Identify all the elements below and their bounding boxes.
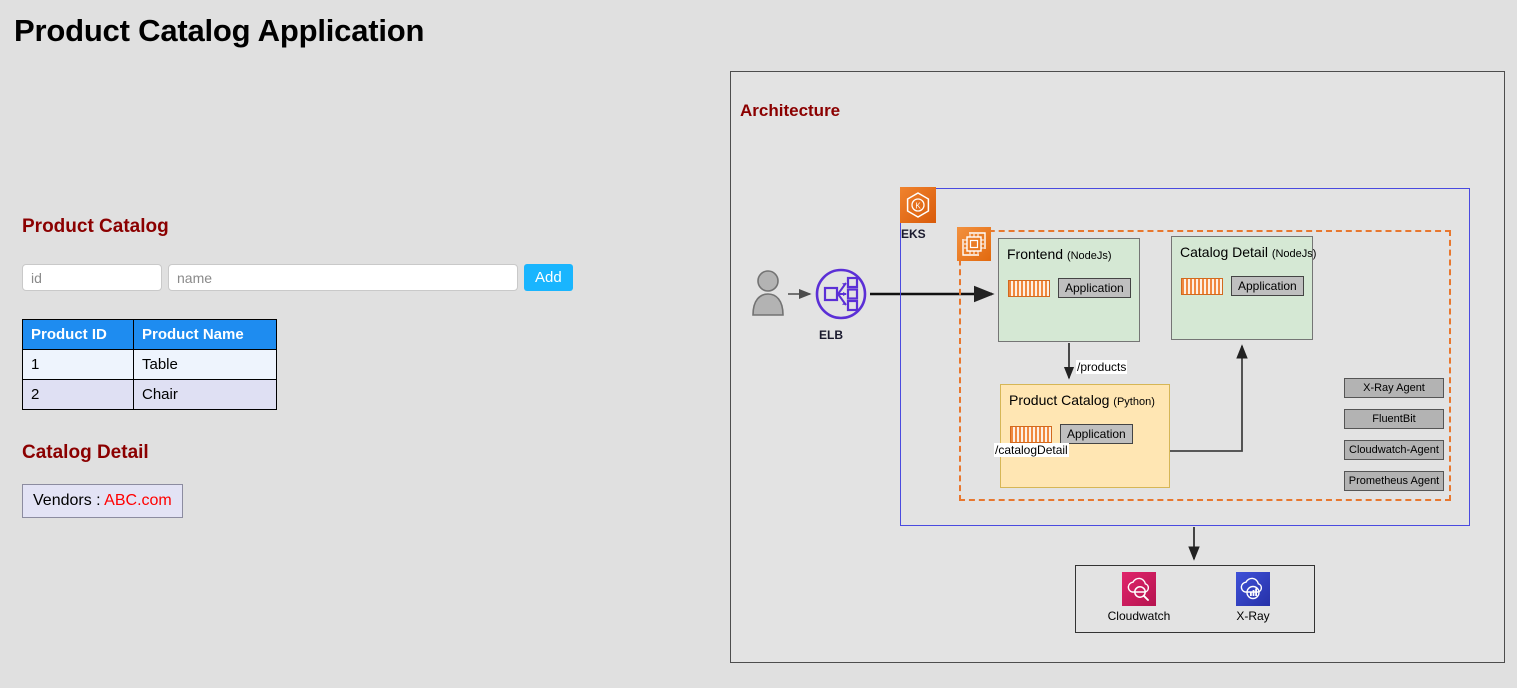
observability-label: X-Ray xyxy=(1236,609,1270,623)
vendor-link[interactable]: ABC.com xyxy=(104,492,172,509)
service-body: Application xyxy=(1008,278,1131,298)
architecture-title: Architecture xyxy=(740,101,841,120)
agent-chip-prometheus: Prometheus Agent xyxy=(1344,471,1444,491)
container-icon xyxy=(1010,425,1052,443)
service-language: (Python) xyxy=(1113,396,1155,408)
elb-label: ELB xyxy=(819,328,843,342)
product-catalog-heading: Product Catalog xyxy=(22,216,169,237)
column-header-product-id: Product ID xyxy=(22,319,134,350)
application-chip: Application xyxy=(1231,276,1304,296)
eks-label: EKS xyxy=(901,227,926,241)
architecture-panel: Architecture xyxy=(730,71,1505,663)
agent-chip-fluentbit: FluentBit xyxy=(1344,409,1444,429)
product-catalog-table: Product ID Product Name 1 Table 2 Chair xyxy=(22,319,277,410)
service-language: (NodeJs) xyxy=(1271,248,1317,260)
table-row: 1 Table xyxy=(22,349,277,380)
service-name: Product Catalog xyxy=(1009,392,1110,408)
edge-label-catalog-detail: /catalogDetail xyxy=(994,443,1069,457)
user-icon xyxy=(752,270,784,316)
observability-label: Cloudwatch xyxy=(1107,609,1171,623)
container-icon xyxy=(1008,279,1050,297)
product-id-input[interactable] xyxy=(22,264,162,291)
application-chip: Application xyxy=(1058,278,1131,298)
observability-box: Cloudwatch X-Ray xyxy=(1075,565,1315,633)
cell-product-id: 2 xyxy=(22,379,134,410)
service-box-catalog-detail: Catalog Detail (NodeJs) Application xyxy=(1171,236,1316,340)
service-language: (NodeJs) xyxy=(1066,250,1112,262)
agent-chip-cloudwatch: Cloudwatch-Agent xyxy=(1344,440,1444,460)
service-title-product-catalog: Product Catalog (Python) xyxy=(1009,392,1155,408)
namespace-box xyxy=(959,230,1451,501)
service-box-frontend: Frontend (NodeJs) Application xyxy=(998,238,1140,342)
service-box-product-catalog: Product Catalog (Python) Application xyxy=(1000,384,1170,488)
product-name-input[interactable] xyxy=(168,264,518,291)
elb-icon xyxy=(815,268,867,320)
service-body: Application xyxy=(1010,424,1133,444)
service-title-catalog-detail: Catalog Detail (NodeJs) xyxy=(1180,244,1316,260)
catalog-detail-heading: Catalog Detail xyxy=(22,442,149,463)
table-header: Product ID Product Name xyxy=(22,319,277,350)
cell-product-name: Chair xyxy=(133,379,277,410)
svg-text:K: K xyxy=(915,201,921,210)
ec2-node-icon xyxy=(957,227,991,261)
column-header-product-name: Product Name xyxy=(133,319,277,350)
eks-icon: K xyxy=(900,187,936,223)
add-button[interactable]: Add xyxy=(524,264,573,291)
cell-product-id: 1 xyxy=(22,349,134,380)
table-header-row: Product ID Product Name xyxy=(22,319,277,350)
observability-item-xray: X-Ray xyxy=(1218,572,1288,623)
service-name: Catalog Detail xyxy=(1180,244,1268,260)
xray-icon xyxy=(1236,572,1270,606)
add-product-form: Add xyxy=(22,264,573,291)
agent-chip-xray: X-Ray Agent xyxy=(1344,378,1444,398)
service-name: Frontend xyxy=(1007,246,1064,262)
edge-label-products: /products xyxy=(1076,360,1128,374)
service-body: Application xyxy=(1181,276,1304,296)
service-title-frontend: Frontend (NodeJs) xyxy=(1007,246,1112,262)
vendors-label: Vendors : xyxy=(33,492,105,509)
application-chip: Application xyxy=(1060,424,1133,444)
container-icon xyxy=(1181,277,1223,295)
page-title: Product Catalog Application xyxy=(14,13,425,48)
table-row: 2 Chair xyxy=(22,379,277,410)
eks-cluster-box xyxy=(900,188,1470,526)
cell-product-name: Table xyxy=(133,349,277,380)
observability-item-cloudwatch: Cloudwatch xyxy=(1104,572,1174,623)
vendors-box: Vendors : ABC.com xyxy=(22,484,183,518)
table-body: 1 Table 2 Chair xyxy=(22,349,277,410)
cloudwatch-icon xyxy=(1122,572,1156,606)
